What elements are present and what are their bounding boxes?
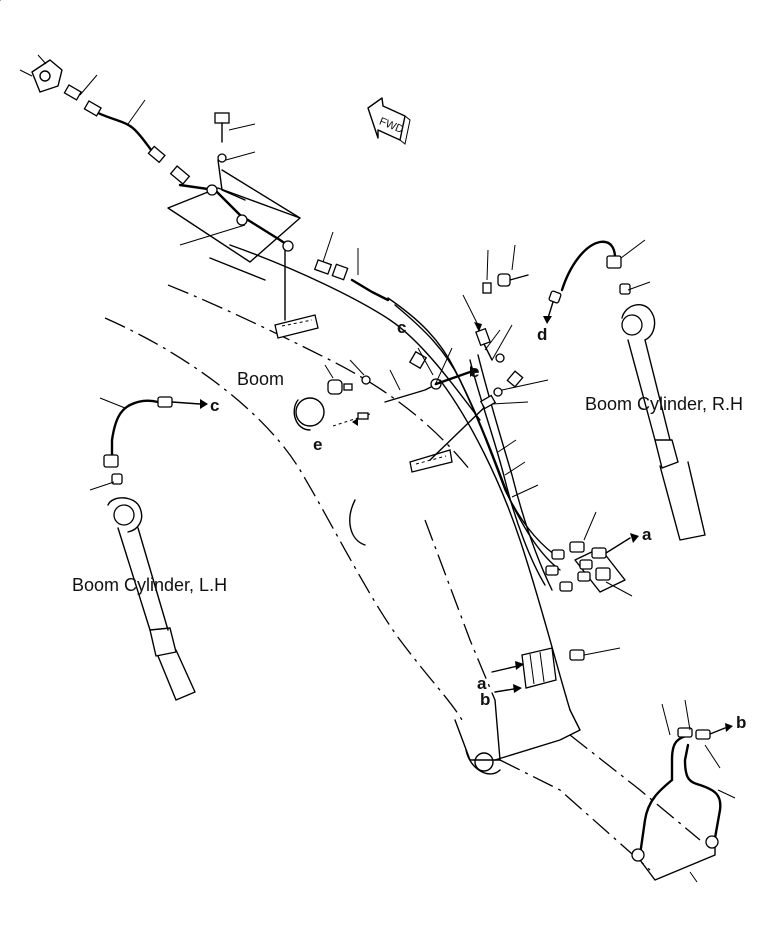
ref-d: d — [537, 325, 547, 344]
ref-c-top: c — [397, 318, 406, 337]
boom-cylinder-lh-label: Boom Cylinder, L.H — [72, 575, 227, 595]
leader-lines — [357, 248, 501, 391]
ref-c-left: c — [210, 396, 219, 415]
top-left-pipe-assembly — [19, 54, 390, 339]
fittings-a — [545, 511, 639, 597]
bottom-pipe-bracket — [631, 699, 736, 883]
boom-outline — [104, 244, 701, 871]
boom-cylinder-lh — [89, 396, 208, 701]
fwd-label: FWD — [377, 115, 405, 136]
boom-pipes — [0, 0, 561, 591]
ref-a-mid: a — [477, 674, 487, 693]
boom-cylinder-rh — [543, 239, 706, 541]
boom-cylinder-rh-label: Boom Cylinder, R.H — [585, 394, 743, 414]
fwd-arrow-icon: FWD — [367, 97, 411, 145]
ref-b-mid: b — [480, 690, 490, 709]
ref-a-right: a — [642, 525, 652, 544]
boom-label: Boom — [237, 369, 284, 389]
ref-e-left: e — [313, 435, 322, 454]
valve-block — [491, 647, 621, 693]
ref-e-right: e — [470, 362, 479, 381]
ref-b-right: b — [736, 713, 746, 732]
